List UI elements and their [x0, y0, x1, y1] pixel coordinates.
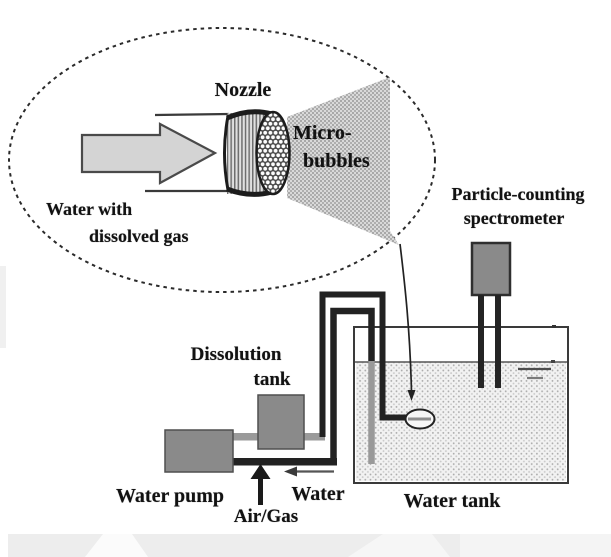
flow-arrow-icon [80, 122, 218, 185]
inflow-label-line1: Water with [46, 199, 133, 219]
dissolution-tank-box [257, 394, 305, 450]
spectrometer-probe-right [495, 295, 501, 388]
water-level-marks [518, 367, 551, 380]
spectrometer-probe-left [478, 295, 484, 388]
spectrometer-unit [470, 241, 512, 388]
water-tank [353, 325, 569, 484]
inlet-pipe-lines [145, 112, 230, 193]
water-flow-arrow-icon [284, 466, 334, 477]
dissolution-tank-label-line1: Dissolution [190, 344, 282, 365]
microbubbles-label-line2: bubbles [303, 150, 370, 172]
spectrometer-label-line1: Particle-counting [451, 184, 585, 204]
water-flow-label: Water [291, 483, 345, 505]
supply-pipe-loop [319, 291, 410, 437]
submerged-nozzle [404, 408, 436, 430]
nozzle-cylinder [223, 109, 291, 197]
inflow-label-line2: dissolved gas [89, 226, 189, 246]
pointer-arrow [399, 243, 416, 401]
microbubbles-label-line1: Micro- [293, 122, 352, 144]
microbubble-spray-cone [287, 77, 399, 245]
water-pump-box [164, 429, 234, 473]
spectrometer-label-line2: spectrometer [463, 208, 565, 228]
nozzle-label: Nozzle [214, 79, 272, 101]
pump-suction-pipe [230, 458, 337, 466]
dissolution-tank-label-line2: tank [253, 369, 291, 390]
scan-watermark [0, 266, 611, 557]
suction-pipe-loop [330, 307, 375, 464]
water-pump-label: Water pump [116, 485, 224, 507]
zoom-ellipse-outline [8, 27, 436, 293]
air-gas-arrow-icon [250, 464, 271, 505]
water-tank-label: Water tank [403, 490, 501, 512]
air-gas-label: Air/Gas [233, 506, 299, 527]
